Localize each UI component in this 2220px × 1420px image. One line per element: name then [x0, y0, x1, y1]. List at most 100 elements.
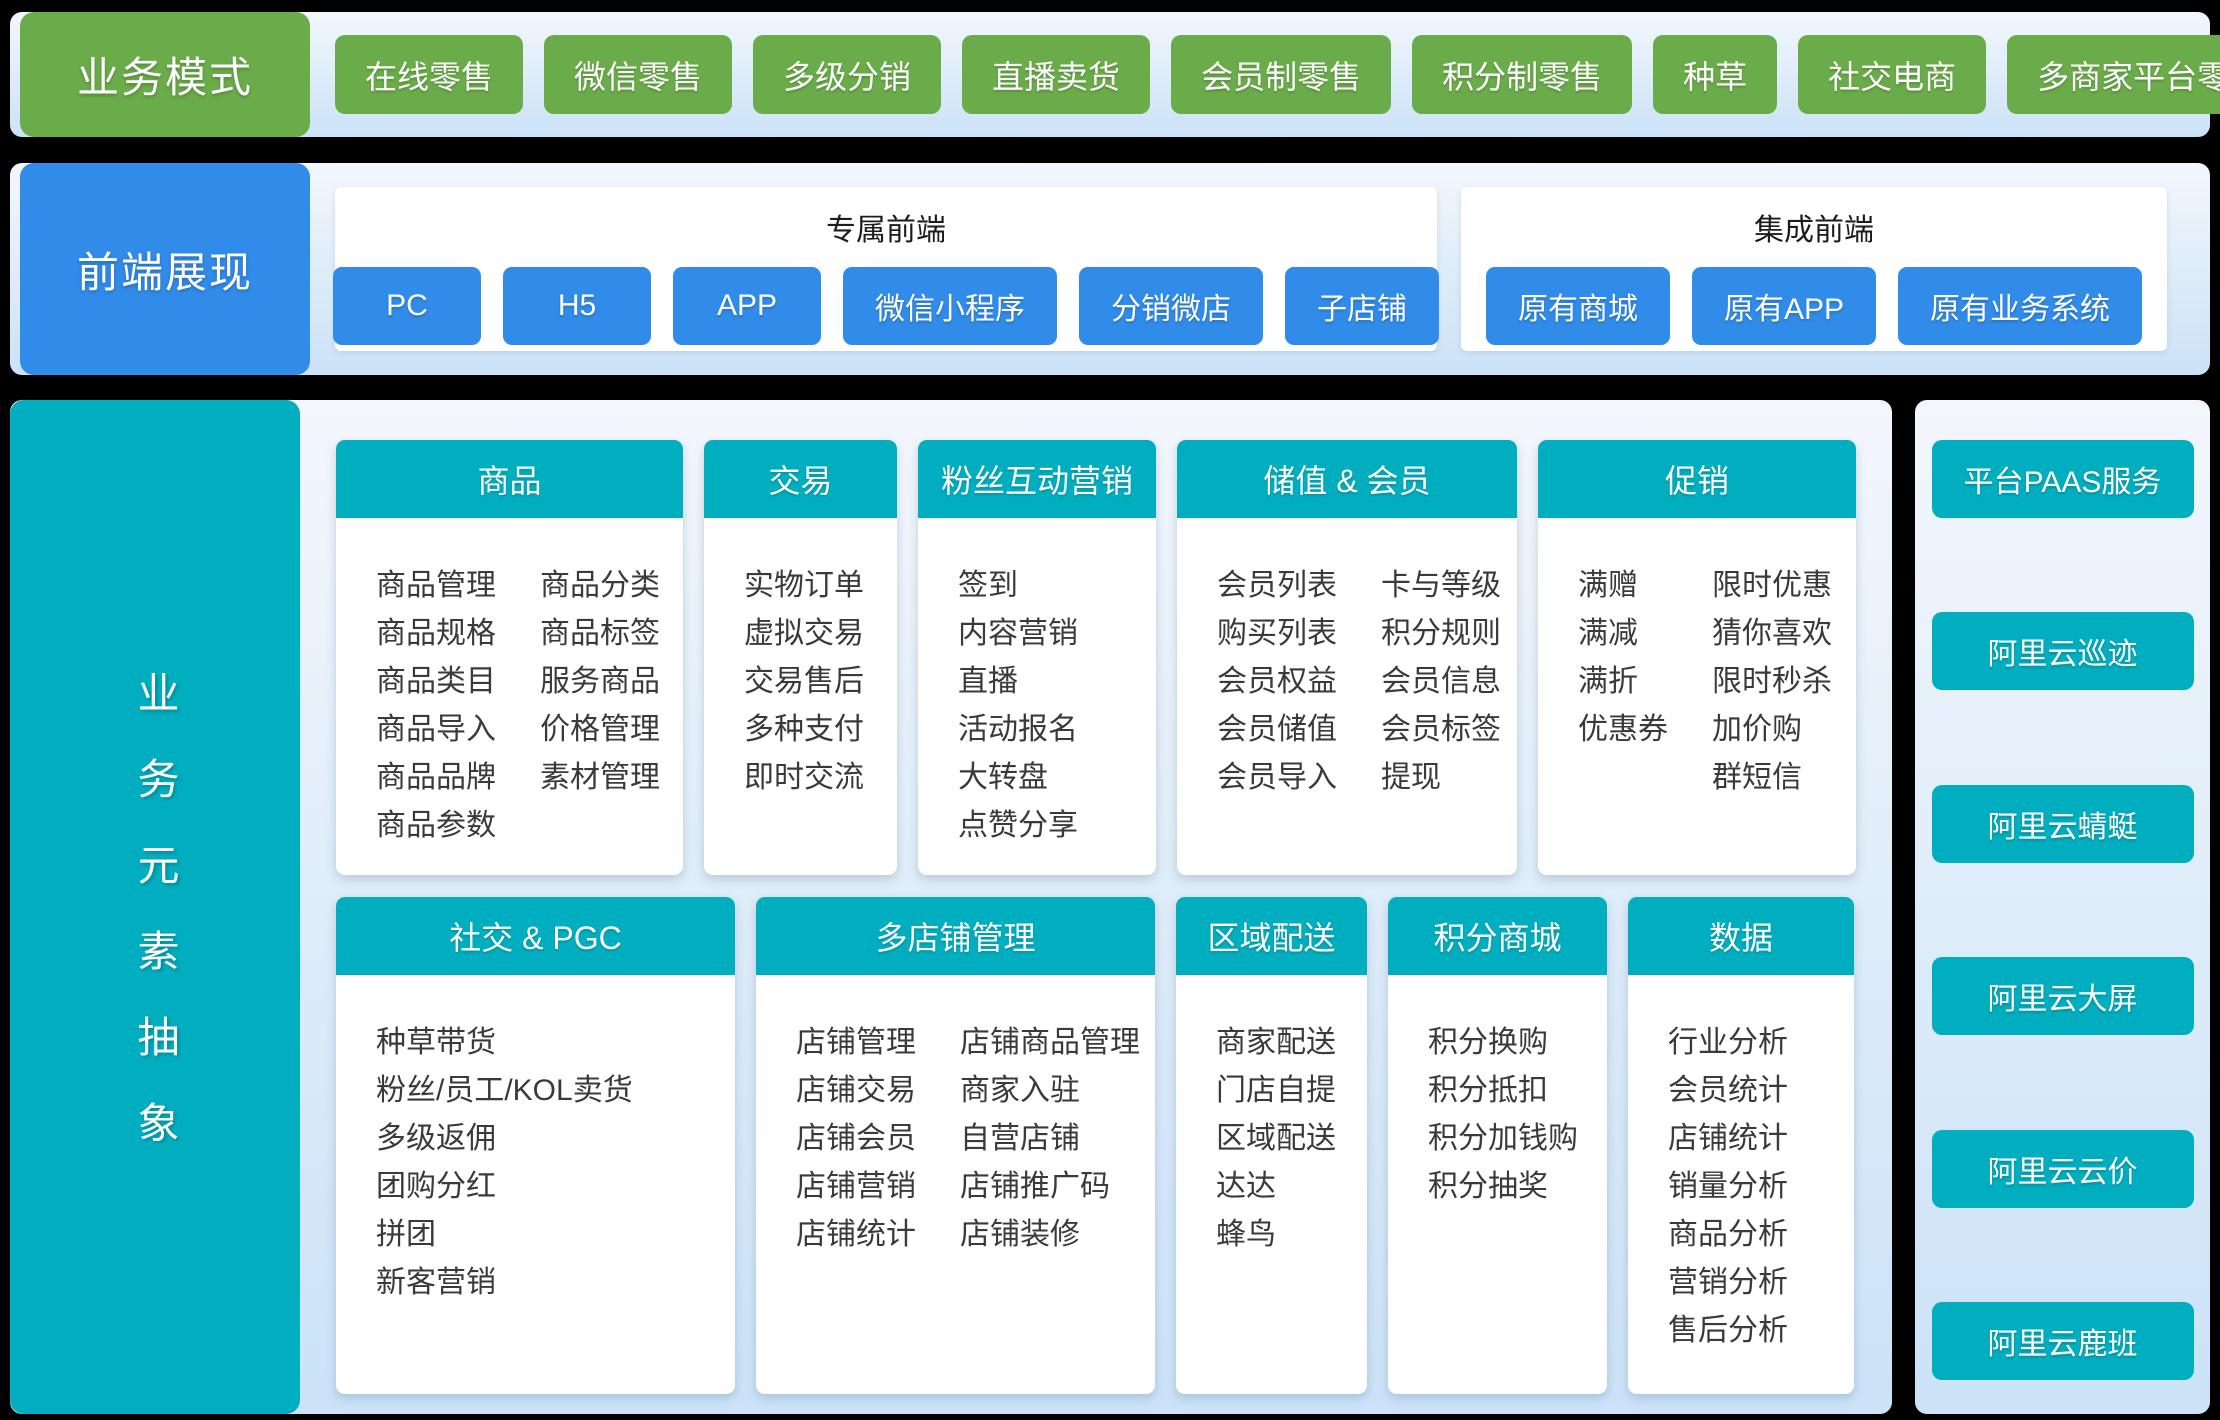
- feature-item[interactable]: 商品参数: [376, 802, 496, 850]
- feature-item[interactable]: 大转盘: [958, 754, 1078, 802]
- feature-item[interactable]: 商品规格: [376, 610, 496, 658]
- feature-item[interactable]: 商品分类: [540, 562, 660, 610]
- feature-item[interactable]: 达达: [1216, 1163, 1336, 1211]
- business-models-label: 业务模式: [20, 12, 310, 137]
- frontend-channel-button[interactable]: APP: [673, 267, 821, 345]
- feature-item[interactable]: 蜂鸟: [1216, 1211, 1336, 1259]
- frontend-channel-button[interactable]: 原有APP: [1692, 267, 1876, 345]
- business-model-item[interactable]: 微信零售: [544, 35, 732, 114]
- feature-item[interactable]: 优惠券: [1578, 706, 1668, 754]
- feature-item[interactable]: 满赠: [1578, 562, 1668, 610]
- business-model-item[interactable]: 种草: [1653, 35, 1777, 114]
- feature-item[interactable]: 群短信: [1712, 754, 1832, 802]
- business-model-item[interactable]: 会员制零售: [1171, 35, 1391, 114]
- feature-item[interactable]: 商品管理: [376, 562, 496, 610]
- feature-item[interactable]: 自营店铺: [960, 1115, 1140, 1163]
- feature-item[interactable]: 团购分红: [376, 1163, 633, 1211]
- feature-item[interactable]: 点赞分享: [958, 802, 1078, 850]
- frontend-channel-button[interactable]: 原有商城: [1486, 267, 1670, 345]
- feature-item[interactable]: 行业分析: [1668, 1019, 1788, 1067]
- feature-item[interactable]: 限时优惠: [1712, 562, 1832, 610]
- feature-item[interactable]: 店铺统计: [1668, 1115, 1788, 1163]
- feature-item[interactable]: 实物订单: [744, 562, 864, 610]
- feature-item[interactable]: 粉丝/员工/KOL卖货: [376, 1067, 633, 1115]
- feature-item[interactable]: 店铺统计: [796, 1211, 916, 1259]
- feature-item[interactable]: 积分加钱购: [1428, 1115, 1578, 1163]
- feature-item[interactable]: 商家配送: [1216, 1019, 1336, 1067]
- feature-item[interactable]: 服务商品: [540, 658, 660, 706]
- business-model-item[interactable]: 直播卖货: [962, 35, 1150, 114]
- paas-title-button[interactable]: 平台PAAS服务: [1932, 440, 2194, 518]
- business-model-item[interactable]: 多商家平台零售: [2007, 35, 2220, 114]
- business-model-item[interactable]: 在线零售: [335, 35, 523, 114]
- feature-item[interactable]: 销量分析: [1668, 1163, 1788, 1211]
- paas-service-button[interactable]: 阿里云大屏: [1932, 957, 2194, 1035]
- feature-item[interactable]: 活动报名: [958, 706, 1078, 754]
- feature-item[interactable]: 店铺交易: [796, 1067, 916, 1115]
- feature-item[interactable]: 区域配送: [1216, 1115, 1336, 1163]
- feature-item[interactable]: 限时秒杀: [1712, 658, 1832, 706]
- business-model-item[interactable]: 积分制零售: [1412, 35, 1632, 114]
- feature-item[interactable]: 会员导入: [1217, 754, 1337, 802]
- paas-service-button[interactable]: 阿里云云价: [1932, 1130, 2194, 1208]
- feature-item[interactable]: 会员储值: [1217, 706, 1337, 754]
- feature-item[interactable]: 积分抽奖: [1428, 1163, 1578, 1211]
- frontend-channel-button[interactable]: 原有业务系统: [1898, 267, 2142, 345]
- feature-item[interactable]: 虚拟交易: [744, 610, 864, 658]
- feature-item[interactable]: 商家入驻: [960, 1067, 1140, 1115]
- feature-item[interactable]: 店铺装修: [960, 1211, 1140, 1259]
- feature-item[interactable]: 商品分析: [1668, 1211, 1788, 1259]
- feature-item[interactable]: 直播: [958, 658, 1078, 706]
- feature-item[interactable]: 满折: [1578, 658, 1668, 706]
- feature-card-title: 商品: [336, 440, 683, 518]
- feature-item[interactable]: 内容营销: [958, 610, 1078, 658]
- feature-item[interactable]: 会员列表: [1217, 562, 1337, 610]
- frontend-channel-button[interactable]: H5: [503, 267, 651, 345]
- feature-item[interactable]: 店铺推广码: [960, 1163, 1140, 1211]
- paas-service-button[interactable]: 阿里云鹿班: [1932, 1302, 2194, 1380]
- paas-service-button[interactable]: 阿里云巡迹: [1932, 612, 2194, 690]
- feature-item[interactable]: 会员标签: [1381, 706, 1501, 754]
- feature-item[interactable]: 满减: [1578, 610, 1668, 658]
- feature-item[interactable]: 积分换购: [1428, 1019, 1578, 1067]
- paas-service-button[interactable]: 阿里云蜻蜓: [1932, 785, 2194, 863]
- feature-item[interactable]: 会员统计: [1668, 1067, 1788, 1115]
- feature-item[interactable]: 即时交流: [744, 754, 864, 802]
- feature-item[interactable]: 门店自提: [1216, 1067, 1336, 1115]
- feature-item[interactable]: 会员信息: [1381, 658, 1501, 706]
- feature-item[interactable]: 积分规则: [1381, 610, 1501, 658]
- feature-item[interactable]: 提现: [1381, 754, 1501, 802]
- feature-item[interactable]: 交易售后: [744, 658, 864, 706]
- feature-item[interactable]: 营销分析: [1668, 1259, 1788, 1307]
- feature-item[interactable]: 新客营销: [376, 1259, 633, 1307]
- feature-item[interactable]: 猜你喜欢: [1712, 610, 1832, 658]
- business-elements-label-text: 业务元素抽象: [134, 671, 176, 1187]
- feature-item[interactable]: 店铺会员: [796, 1115, 916, 1163]
- feature-item[interactable]: 商品导入: [376, 706, 496, 754]
- feature-item[interactable]: 加价购: [1712, 706, 1832, 754]
- feature-item[interactable]: 商品类目: [376, 658, 496, 706]
- business-model-item[interactable]: 社交电商: [1798, 35, 1986, 114]
- frontend-channel-button[interactable]: 分销微店: [1079, 267, 1263, 345]
- feature-item[interactable]: 店铺管理: [796, 1019, 916, 1067]
- business-model-item[interactable]: 多级分销: [753, 35, 941, 114]
- frontend-channel-button[interactable]: 子店铺: [1285, 267, 1439, 345]
- feature-item[interactable]: 售后分析: [1668, 1307, 1788, 1355]
- feature-item[interactable]: 种草带货: [376, 1019, 633, 1067]
- feature-item[interactable]: 商品品牌: [376, 754, 496, 802]
- feature-item[interactable]: 拼团: [376, 1211, 633, 1259]
- frontend-channel-button[interactable]: 微信小程序: [843, 267, 1057, 345]
- feature-item[interactable]: 店铺营销: [796, 1163, 916, 1211]
- feature-item[interactable]: 多级返佣: [376, 1115, 633, 1163]
- feature-item[interactable]: 商品标签: [540, 610, 660, 658]
- feature-item[interactable]: 会员权益: [1217, 658, 1337, 706]
- feature-item[interactable]: 卡与等级: [1381, 562, 1501, 610]
- feature-item[interactable]: 多种支付: [744, 706, 864, 754]
- feature-item[interactable]: 价格管理: [540, 706, 660, 754]
- feature-item[interactable]: 购买列表: [1217, 610, 1337, 658]
- frontend-channel-button[interactable]: PC: [333, 267, 481, 345]
- feature-item[interactable]: 积分抵扣: [1428, 1067, 1578, 1115]
- feature-item[interactable]: 签到: [958, 562, 1078, 610]
- feature-item[interactable]: 店铺商品管理: [960, 1019, 1140, 1067]
- feature-item[interactable]: 素材管理: [540, 754, 660, 802]
